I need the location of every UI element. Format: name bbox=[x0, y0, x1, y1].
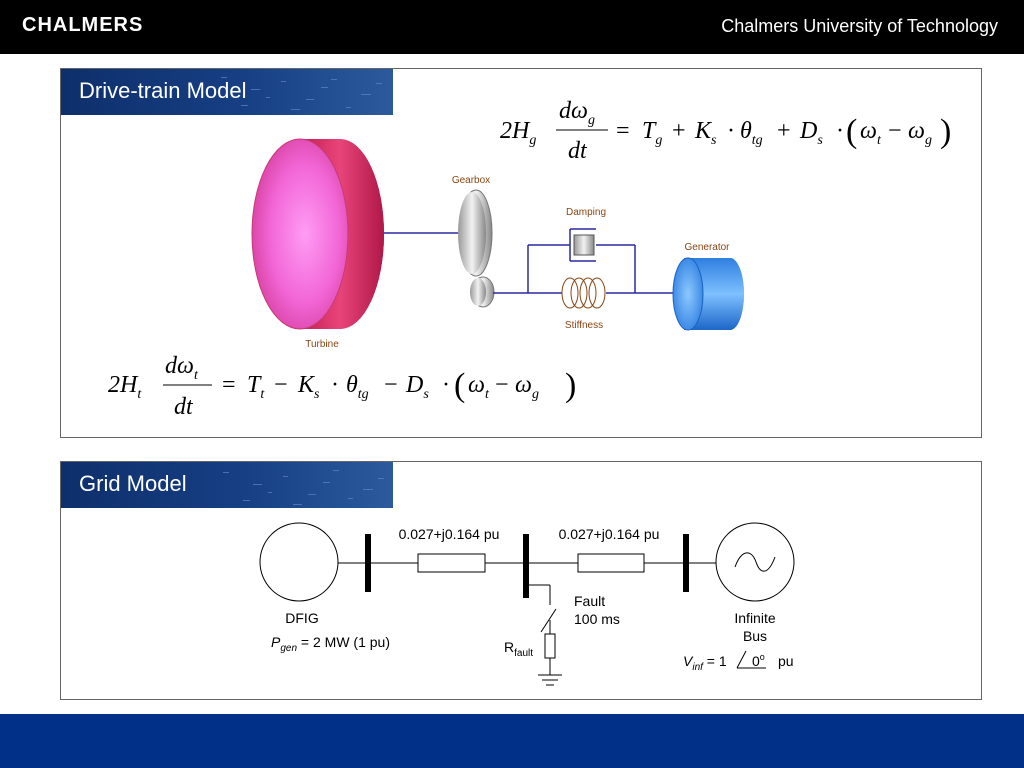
svg-text:·: · bbox=[836, 118, 844, 144]
vinf-unit: pu bbox=[778, 653, 794, 669]
turbine-label: Turbine bbox=[305, 339, 339, 350]
svg-text:ωg: ωg bbox=[908, 118, 932, 148]
generator bbox=[672, 257, 744, 331]
svg-text:+: + bbox=[777, 118, 791, 144]
grid-title: Grid Model bbox=[79, 471, 187, 496]
chalmers-logo: CHALMERS bbox=[22, 14, 144, 36]
svg-text:ωt: ωt bbox=[860, 118, 882, 148]
svg-text:dt: dt bbox=[568, 138, 588, 164]
infinite-bus-label-2: Bus bbox=[743, 628, 767, 644]
turbine bbox=[251, 138, 384, 330]
svg-text:+: + bbox=[672, 118, 686, 144]
svg-text:dωt: dωt bbox=[165, 353, 199, 383]
title-texture bbox=[221, 77, 382, 110]
gearbox-label: Gearbox bbox=[452, 175, 490, 186]
svg-text:Tg: Tg bbox=[642, 118, 662, 148]
generator-label: Generator bbox=[684, 242, 730, 253]
svg-text:): ) bbox=[565, 367, 576, 404]
dfig-label: DFIG bbox=[285, 610, 318, 626]
rfault-label: Rfault bbox=[504, 639, 533, 659]
grid-diagram bbox=[259, 522, 795, 686]
svg-text:θtg: θtg bbox=[740, 118, 763, 148]
svg-text:2Hg: 2Hg bbox=[500, 118, 536, 148]
svg-text:=: = bbox=[222, 372, 236, 398]
svg-text:): ) bbox=[940, 113, 951, 150]
dfig-machine bbox=[259, 522, 339, 602]
drivetrain-title: Drive-train Model bbox=[79, 78, 247, 103]
svg-text:θtg: θtg bbox=[346, 372, 369, 402]
svg-text:Ks: Ks bbox=[694, 118, 717, 148]
svg-text:Ds: Ds bbox=[799, 118, 823, 148]
svg-text:Ks: Ks bbox=[297, 372, 320, 402]
svg-text:(: ( bbox=[454, 367, 465, 404]
line-impedance-1 bbox=[417, 553, 486, 573]
svg-text:·: · bbox=[727, 118, 735, 144]
svg-text:ωt: ωt bbox=[468, 372, 490, 402]
angle-symbol bbox=[736, 650, 766, 669]
equation-generator: 2Hg dωg dt = Tg + Ks · θtg + Ds · ( ωt −… bbox=[500, 98, 951, 164]
pgen-label: Pgen = 2 MW (1 pu) bbox=[271, 634, 390, 654]
grid-panel: Grid Model bbox=[60, 461, 982, 700]
fault-duration-label: 100 ms bbox=[574, 611, 620, 627]
vinf-label: Vinf = 1 bbox=[683, 653, 727, 673]
svg-text:(: ( bbox=[846, 113, 857, 150]
svg-text:Ds: Ds bbox=[405, 372, 429, 402]
damper bbox=[569, 228, 596, 262]
svg-text:·: · bbox=[442, 372, 450, 398]
svg-text:−: − bbox=[274, 372, 288, 398]
svg-text:ωg: ωg bbox=[515, 372, 539, 402]
footer-bar bbox=[0, 714, 1024, 768]
svg-text:2Ht: 2Ht bbox=[108, 372, 142, 402]
fault-resistor bbox=[544, 633, 556, 659]
svg-text:dt: dt bbox=[174, 394, 194, 420]
svg-text:=: = bbox=[616, 118, 630, 144]
svg-text:−: − bbox=[495, 372, 509, 398]
infinite-bus-source bbox=[715, 522, 795, 602]
line-impedance-2 bbox=[577, 553, 645, 573]
vinf-angle: 0o bbox=[752, 652, 765, 669]
damping-label: Damping bbox=[566, 207, 606, 218]
university-name: Chalmers University of Technology bbox=[721, 16, 998, 36]
svg-text:−: − bbox=[888, 118, 902, 144]
drivetrain-panel: Drive-train Model bbox=[60, 68, 982, 438]
equation-turbine: 2Ht dωt dt = Tt − Ks · θtg − Ds · ( ωt −… bbox=[108, 353, 576, 420]
infinite-bus-label: Infinite bbox=[734, 610, 775, 626]
svg-text:−: − bbox=[384, 372, 398, 398]
svg-text:dωg: dωg bbox=[559, 98, 595, 128]
title-texture bbox=[223, 470, 384, 505]
svg-text:Tt: Tt bbox=[247, 372, 265, 402]
drivetrain-title-bar: Drive-train Model bbox=[61, 69, 393, 115]
fault-switch bbox=[540, 608, 557, 633]
fault-label: Fault bbox=[574, 593, 605, 609]
impedance-label-2: 0.027+j0.164 pu bbox=[559, 526, 660, 542]
grid-title-bar: Grid Model bbox=[61, 462, 393, 508]
header-bar: CHALMERS Chalmers University of Technolo… bbox=[0, 0, 1024, 54]
gearbox bbox=[458, 189, 495, 308]
svg-text:·: · bbox=[331, 372, 339, 398]
stiffness-label: Stiffness bbox=[565, 320, 603, 331]
spring bbox=[561, 277, 606, 309]
impedance-label-1: 0.027+j0.164 pu bbox=[399, 526, 500, 542]
